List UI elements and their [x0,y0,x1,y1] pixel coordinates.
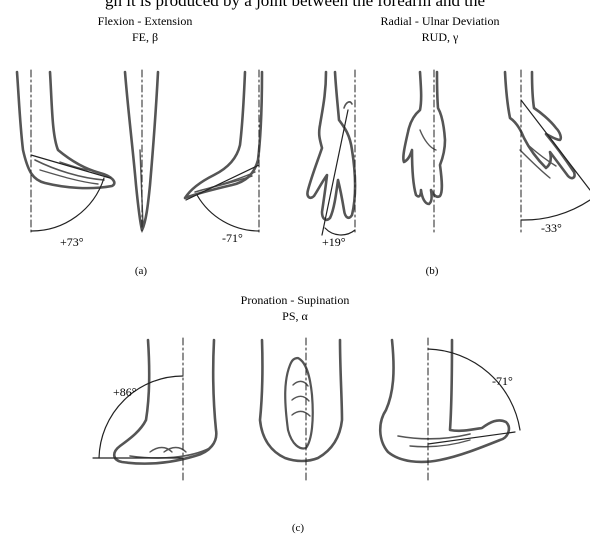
fe-angle-neg-label: -71° [222,232,243,245]
ps-angle-arc-neg [428,349,520,430]
fe-angle-arc-neg [197,195,259,231]
ps-angle-arc-pos [99,376,183,458]
ps-hand-supination [380,340,509,462]
rud-angle-neg-label: -33° [541,222,562,235]
fe-angle-pos-label: +73° [60,236,84,249]
rud-angle-arc-neg [521,200,590,220]
ps-angle-neg-label: -71° [492,375,513,388]
rud-angle-arc-pos [325,228,355,235]
ps-angle-pos-label: +86° [113,386,137,399]
rud-hand-radial [307,72,355,220]
caption-a: (a) [121,265,161,277]
rud-hand-neutral [403,72,445,204]
caption-b: (b) [412,265,452,277]
fe-hand-flexion [17,72,114,188]
caption-c: (c) [278,522,318,534]
ps-hand-pronation [114,340,216,464]
rud-angle-pos-label: +19° [322,236,346,249]
ps-hand-neutral [260,340,342,461]
rud-angle-ray-3 [521,100,590,190]
rud-angle-ray-1 [322,110,348,235]
fe-hand-extension [185,72,262,198]
